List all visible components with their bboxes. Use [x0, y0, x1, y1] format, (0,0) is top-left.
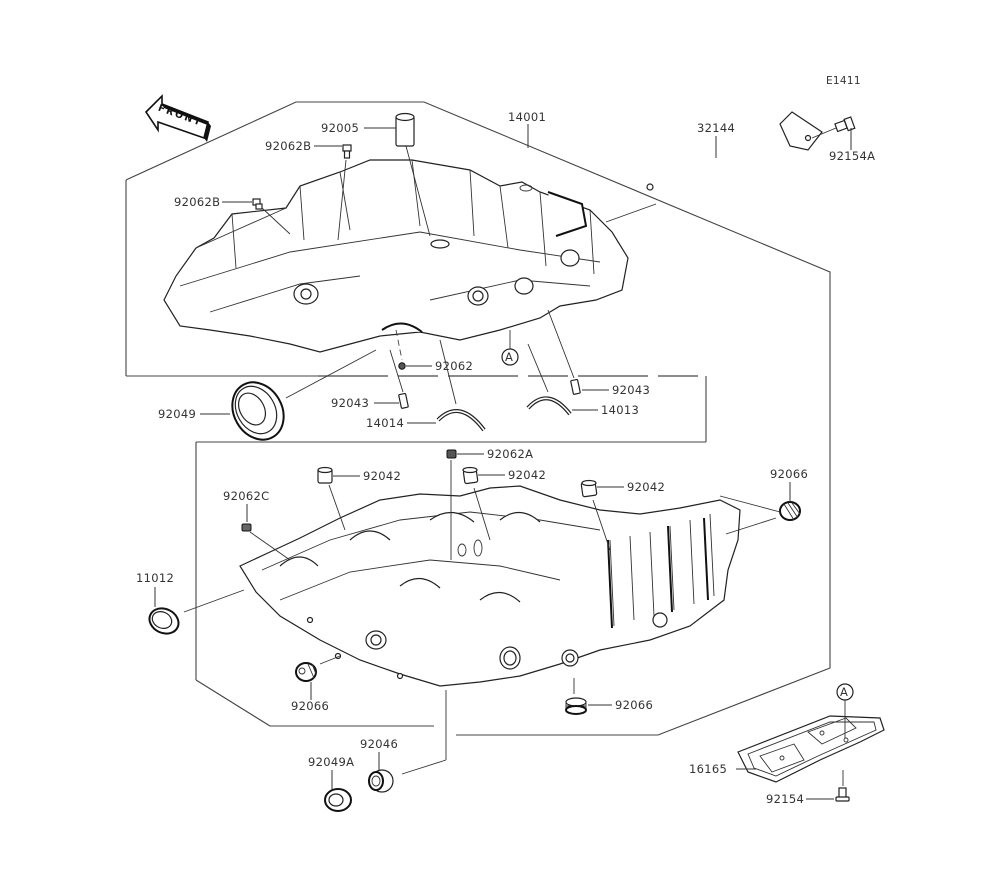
- label-92042-b: 92042: [508, 468, 546, 482]
- label-92043-left: 92043: [331, 396, 369, 410]
- front-arrow-icon: FRONT: [144, 94, 211, 142]
- label-92049A: 92049A: [308, 755, 354, 769]
- part-92062B-top: 92062B: [265, 139, 352, 241]
- label-14001: 14001: [508, 110, 546, 124]
- label-92154: 92154: [766, 792, 804, 806]
- part-14014: 14014: [366, 339, 486, 432]
- part-92062: 92062: [395, 329, 473, 373]
- label-92046: 92046: [360, 737, 398, 751]
- label-92066-bottom: 92066: [615, 698, 653, 712]
- diagram-code: E1411: [826, 75, 861, 87]
- part-92043-right: 92043: [547, 309, 650, 397]
- label-92062A: 92062A: [487, 447, 533, 461]
- shaft-leader: [605, 203, 657, 223]
- part-11012: 11012: [136, 571, 245, 635]
- label-16165: 16165: [689, 762, 727, 776]
- part-92049: 92049: [158, 349, 377, 441]
- label-92005: 92005: [321, 121, 359, 135]
- label-92062: 92062: [435, 359, 473, 373]
- part-92062C: 92062C: [223, 489, 291, 561]
- part-92154: 92154: [766, 770, 850, 806]
- ref-marker-a-lower-text: A: [840, 685, 848, 699]
- part-92062A: 92062A: [446, 447, 533, 560]
- label-92042-a: 92042: [363, 469, 401, 483]
- label-92043-right: 92043: [612, 383, 650, 397]
- ref-marker-a-lower: A: [836, 683, 854, 738]
- part-32144: 32144: [646, 111, 823, 191]
- label-11012: 11012: [136, 571, 174, 585]
- label-92042-c: 92042: [627, 480, 665, 494]
- part-92042-c: 92042: [580, 479, 665, 551]
- upper-crankcase-frame: [125, 101, 831, 736]
- part-92043-left: 92043: [331, 349, 409, 410]
- label-92066-right: 92066: [770, 467, 808, 481]
- label-92066-left: 92066: [291, 699, 329, 713]
- label-92062B-top: 92062B: [265, 139, 311, 153]
- part-92066-left: 92066: [291, 655, 341, 713]
- part-92049A: 92049A: [308, 755, 354, 812]
- part-92046: 92046: [360, 690, 447, 793]
- part-92062B-left: 92062B: [174, 195, 291, 235]
- part-92005: 92005: [321, 112, 431, 237]
- label-92049: 92049: [158, 407, 196, 421]
- part-14013: 14013: [526, 343, 639, 417]
- label-14013: 14013: [601, 403, 639, 417]
- part-92042-b: 92042: [462, 466, 546, 541]
- label-92062C: 92062C: [223, 489, 269, 503]
- part-92154A: 92154A: [811, 116, 875, 163]
- label-92062B-left: 92062B: [174, 195, 220, 209]
- label-14014: 14014: [366, 416, 404, 430]
- label-32144: 32144: [697, 121, 735, 135]
- part-16165: 16165: [689, 715, 885, 783]
- label-92154A: 92154A: [829, 149, 875, 163]
- part-92042-a: 92042: [317, 466, 401, 531]
- lower-crankcase: [239, 485, 741, 687]
- part-92066-bottom: 92066: [565, 678, 653, 715]
- upper-crankcase: [163, 159, 629, 353]
- ref-marker-a-text: A: [505, 350, 513, 364]
- part-92066-right: 92066: [719, 467, 808, 535]
- ref-marker-a-upper: A: [501, 330, 519, 366]
